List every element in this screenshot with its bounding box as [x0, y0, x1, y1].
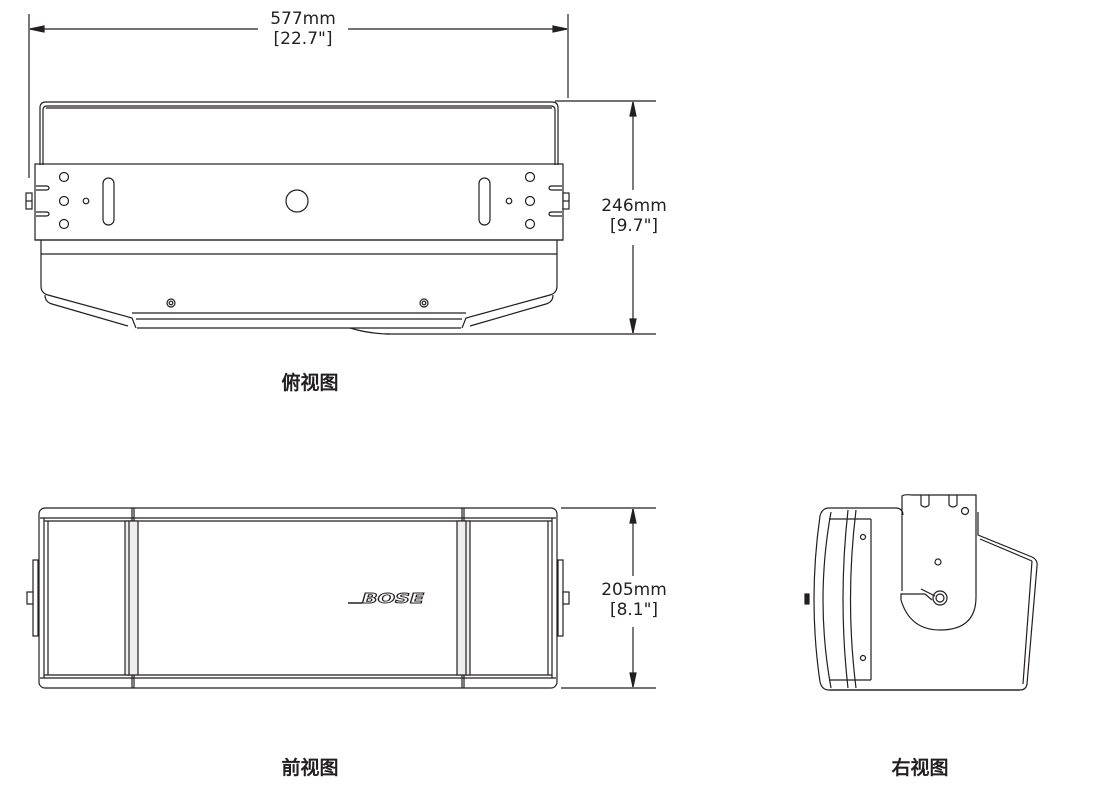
depth-dimension-label: 246mm [9.7"]	[598, 196, 670, 236]
width-mm: 577mm	[270, 9, 336, 29]
bose-logo: BOSE	[348, 592, 425, 607]
top-view	[25, 14, 656, 335]
front-view-caption: 前视图	[281, 757, 339, 779]
top-view-caption: 俯视图	[281, 372, 339, 394]
front-view: BOSE	[26, 507, 656, 689]
width-dimension-label: 577mm [22.7"]	[262, 9, 344, 49]
depth-mm: 246mm	[601, 196, 667, 216]
right-view-caption: 右视图	[891, 757, 949, 779]
height-dimension-label: 205mm [8.1"]	[598, 580, 670, 620]
height-mm: 205mm	[601, 580, 667, 600]
width-inch: [22.7"]	[273, 29, 333, 49]
height-inch: [8.1"]	[609, 600, 659, 620]
width-dimension-line	[28, 14, 569, 178]
height-dimension-line	[561, 507, 656, 689]
depth-inch: [9.7"]	[609, 216, 659, 236]
svg-text:BOSE: BOSE	[362, 592, 424, 607]
depth-dimension-line	[385, 100, 656, 335]
right-view	[804, 494, 1038, 691]
